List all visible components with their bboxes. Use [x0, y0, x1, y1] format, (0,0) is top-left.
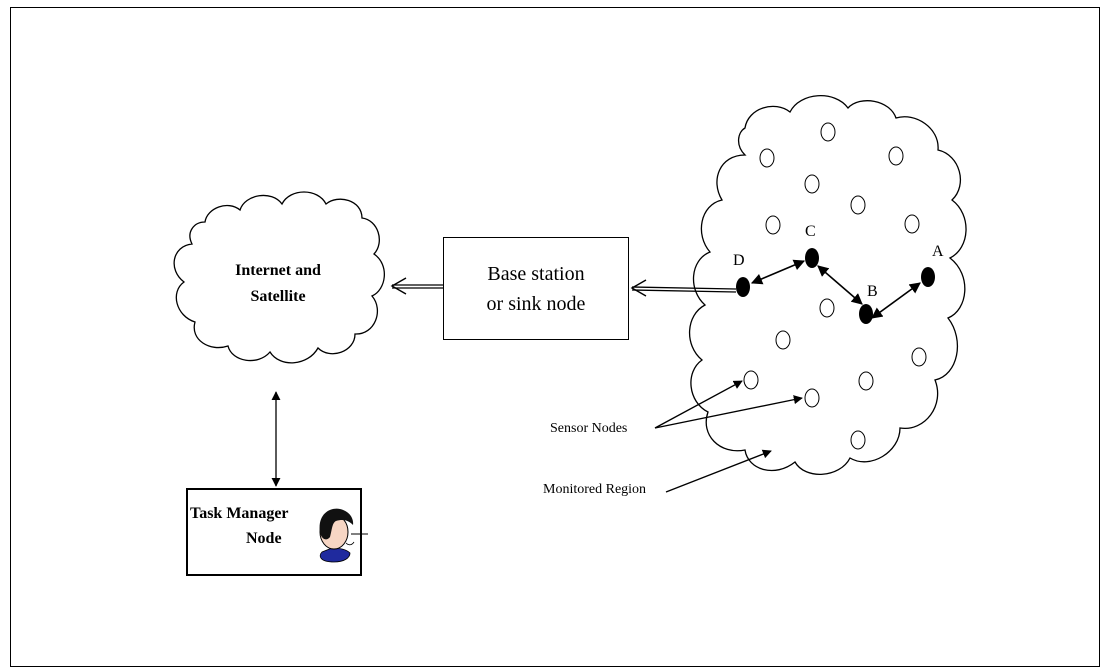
sensor-node [759, 148, 775, 168]
internet-label-line2: Satellite [250, 288, 306, 305]
routing-path [750, 259, 921, 319]
task-manager-node-label: Node [246, 530, 282, 547]
sensor-node [850, 430, 866, 450]
active-nodes-group [736, 248, 935, 324]
node-c [805, 248, 819, 268]
d-to-base-station-arrow [630, 279, 737, 297]
base-station-line1: Base station [487, 262, 585, 285]
sensor-node [804, 388, 820, 408]
monitored-region-pointer [665, 449, 772, 493]
link-c-b [817, 265, 863, 305]
link-b-a [871, 282, 921, 319]
sensor-node [765, 215, 781, 235]
sensor-node [804, 174, 820, 194]
sensor-node [904, 214, 920, 234]
node-d [736, 277, 750, 297]
node-d-label: D [733, 252, 745, 269]
sensor-node [858, 371, 874, 391]
node-c-label: C [805, 223, 816, 240]
base-station-to-internet-arrow [390, 277, 443, 295]
sensor-node [743, 370, 759, 390]
monitored-region-label: Monitored Region [543, 482, 647, 497]
base-station-box: Base station or sink node [443, 237, 629, 340]
internet-cloud-label: Internet and Satellite [200, 258, 356, 310]
sensor-node [820, 122, 836, 142]
sensor-node [888, 146, 904, 166]
sensor-node [775, 330, 791, 350]
node-a-label: A [932, 243, 944, 260]
diagram-canvas [173, 95, 967, 493]
sensor-nodes-group [743, 122, 927, 450]
sensor-nodes-pointers [654, 380, 803, 429]
node-a [921, 267, 935, 287]
sensor-nodes-label: Sensor Nodes [550, 421, 628, 436]
internet-cloud [173, 191, 385, 364]
node-b-label: B [867, 283, 878, 300]
node-b [859, 304, 873, 324]
base-station-line2: or sink node [486, 292, 586, 315]
sensor-node [911, 347, 927, 367]
sensor-node [819, 298, 835, 318]
sensor-node [850, 195, 866, 215]
task-manager-title: Task Manager [190, 505, 289, 522]
internet-label-line1: Internet and [235, 262, 321, 279]
link-d-c [750, 259, 806, 285]
